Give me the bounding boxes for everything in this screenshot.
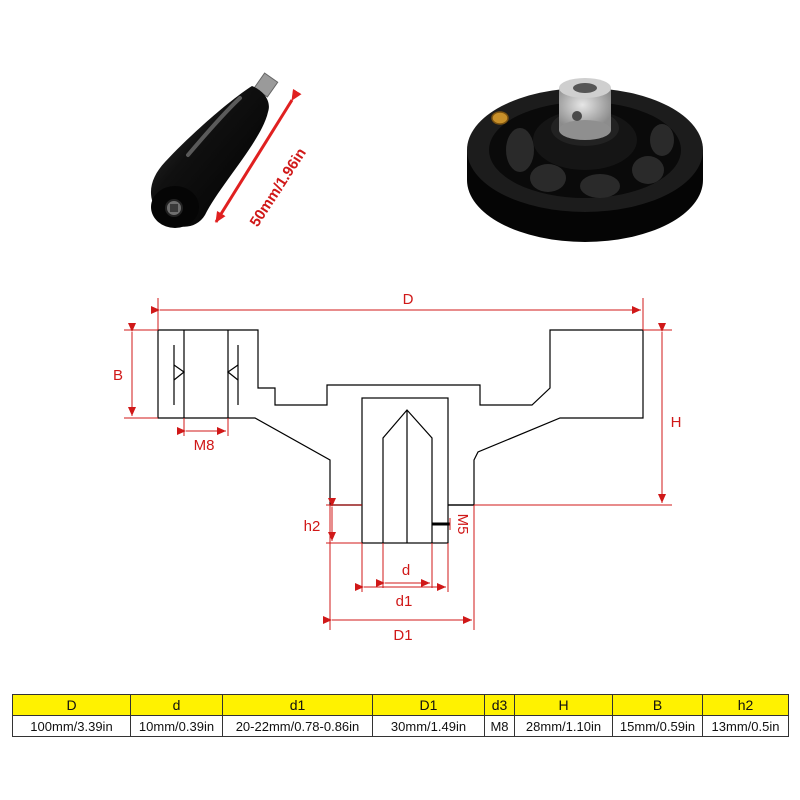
- label-D: D: [403, 291, 414, 308]
- spec-header-cell: D1: [372, 694, 485, 716]
- dimensions: [124, 298, 672, 630]
- technical-drawing: [157, 329, 644, 544]
- spec-header-cell: H: [514, 694, 613, 716]
- label-H: H: [671, 414, 682, 431]
- hub-section: [361, 397, 449, 544]
- label-d: d: [402, 562, 410, 579]
- label-D1: D1: [393, 627, 412, 644]
- spec-value-cell: 20-22mm/0.78-0.86in: [222, 715, 373, 737]
- handle-length-arrow: [214, 88, 302, 223]
- spec-value-row: 100mm/3.39in 10mm/0.39in 20-22mm/0.78-0.…: [12, 715, 789, 737]
- part-outline: [157, 329, 644, 506]
- label-B: B: [113, 367, 123, 384]
- spec-value-cell: 28mm/1.10in: [514, 715, 613, 737]
- label-d1: d1: [396, 593, 413, 610]
- spec-header-cell: d1: [222, 694, 373, 716]
- spec-value-cell: 100mm/3.39in: [12, 715, 131, 737]
- spec-value-cell: 30mm/1.49in: [372, 715, 485, 737]
- spec-header-cell: B: [612, 694, 703, 716]
- label-h2: h2: [304, 518, 321, 535]
- label-M5: M5: [454, 514, 471, 535]
- spec-value-cell: 10mm/0.39in: [130, 715, 223, 737]
- spec-table: D d d1 D1 d3 H B h2 100mm/3.39in 10mm/0.…: [12, 694, 789, 737]
- spec-header-row: D d d1 D1 d3 H B h2: [12, 694, 789, 716]
- spec-value-cell: 15mm/0.59in: [612, 715, 703, 737]
- spec-header-cell: d3: [484, 694, 515, 716]
- spec-header-cell: h2: [702, 694, 789, 716]
- dimension-labels: D B H M8 h2 M5 d d1 D1: [113, 291, 681, 644]
- spec-header-cell: d: [130, 694, 223, 716]
- wheel-photo: [467, 78, 703, 242]
- wheel-brass-insert: [491, 111, 509, 125]
- spec-header-cell: D: [12, 694, 131, 716]
- wheel-set-screw: [572, 111, 582, 121]
- spec-value-cell: M8: [484, 715, 515, 737]
- wheel-bore: [573, 83, 597, 93]
- label-M8: M8: [194, 437, 215, 454]
- spec-value-cell: 13mm/0.5in: [702, 715, 789, 737]
